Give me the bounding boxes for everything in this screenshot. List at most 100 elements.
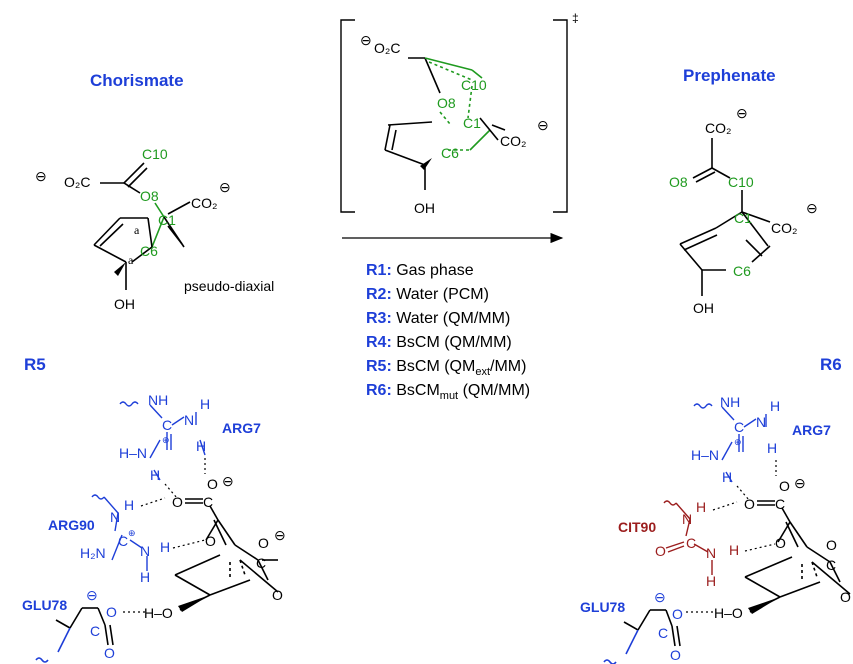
- r5-arg90-n1: N: [110, 509, 120, 525]
- r5-arg7-h2: H: [196, 438, 206, 454]
- r5-arg7-label: ARG7: [222, 420, 261, 436]
- r5-hydroxyl: H–O: [144, 605, 173, 621]
- r6-glu-c: C: [658, 625, 668, 641]
- ts-c10: C10: [461, 77, 487, 93]
- r5-arg7-n: N: [184, 412, 194, 428]
- reaction-subscript: mut: [440, 390, 458, 402]
- r6-carb-c: C: [775, 496, 785, 512]
- chorismate-structure: [93, 162, 191, 290]
- r6-ether-o: O: [775, 535, 786, 551]
- r5-co2-o2: O: [272, 587, 283, 603]
- r6-glu-o2: O: [670, 647, 681, 663]
- chorismate-o8: O8: [140, 188, 159, 204]
- prephenate-c1: C1: [734, 210, 752, 226]
- r6-cit90-c: C: [686, 535, 696, 551]
- r5-glu78-label: GLU78: [22, 597, 67, 613]
- r6-arg7-c: C: [734, 419, 744, 435]
- ts-oh: OH: [414, 200, 435, 216]
- r5-arg90-n2: N: [140, 543, 150, 559]
- r6-cit90-n1: N: [682, 511, 692, 527]
- reaction-subscript: ext: [475, 366, 490, 378]
- r6-arg7-h2: H: [767, 440, 777, 456]
- reaction-tail: /MM): [490, 358, 526, 375]
- r5-carb-o1: O: [207, 476, 218, 492]
- r6-co2-c: C: [826, 557, 836, 573]
- reaction-text: BsCM: [392, 382, 440, 399]
- reaction-item: R6: BsCMmut (QM/MM): [366, 382, 530, 402]
- r5-arg90-h2: H: [160, 539, 170, 555]
- r6-arg7-hn: H–N: [691, 447, 719, 463]
- r5-carb-c: C: [203, 494, 213, 510]
- r6-hydroxyl: H–O: [714, 605, 743, 621]
- r6-label: R6: [820, 355, 842, 374]
- r6-cit90-h1: H: [696, 499, 706, 515]
- r6-active-site: [603, 403, 851, 664]
- r5-arg7-c: C: [162, 417, 172, 433]
- reaction-text: BsCM (QM/MM): [392, 334, 512, 351]
- chorismate-c10: C10: [142, 146, 168, 162]
- ts-o8: O8: [437, 95, 456, 111]
- reaction-tail: (QM/MM): [458, 382, 530, 399]
- r6-co2-o2: O: [840, 589, 851, 605]
- reaction-item: R1: Gas phase: [366, 262, 474, 279]
- r6-cit90-label: CIT90: [618, 519, 656, 535]
- r5-arg90-h1: H: [124, 497, 134, 513]
- r5-ether-o: O: [205, 533, 216, 549]
- r5-carb-minus: ⊖: [222, 473, 234, 489]
- r6-carb-minus: ⊖: [794, 475, 806, 491]
- r5-arg7-plus: ⊕: [162, 435, 170, 445]
- reaction-id: R6:: [366, 382, 392, 399]
- r6-arg7-h1: H: [770, 398, 780, 414]
- r5-arg7-h3: H: [150, 467, 160, 483]
- chorismate-c1: C1: [158, 212, 176, 228]
- ts-minus-left: ⊖: [360, 32, 372, 48]
- chorismate-title: Chorismate: [90, 71, 184, 90]
- reaction-item: R5: BsCM (QMext/MM): [366, 358, 526, 378]
- r5-arg90-h3: H: [140, 569, 150, 585]
- prephenate-structure: [679, 138, 771, 296]
- reaction-text: Water (QM/MM): [392, 310, 511, 327]
- reaction-id: R4:: [366, 334, 392, 351]
- r5-arg90-c: C: [118, 533, 128, 549]
- chorismate-oh: OH: [114, 296, 135, 312]
- ts-c6: C6: [441, 145, 459, 161]
- reaction-text: Water (PCM): [392, 286, 489, 303]
- r6-cit90-n2: N: [706, 545, 716, 561]
- prephenate-minus-top: ⊖: [736, 105, 748, 121]
- r5-glu-o2: O: [104, 645, 115, 661]
- reaction-item: R4: BsCM (QM/MM): [366, 334, 512, 351]
- r6-carb-o1: O: [779, 478, 790, 494]
- chorismate-a-lower: a: [128, 253, 134, 267]
- prephenate-co2-top: CO₂: [705, 120, 731, 136]
- r5-glu-o1: O: [106, 604, 117, 620]
- reaction-text: Gas phase: [392, 262, 474, 279]
- chorismate-minus-right: ⊖: [219, 179, 231, 195]
- r6-arg7-nh: NH: [720, 394, 740, 410]
- prephenate-minus-right: ⊖: [806, 200, 818, 216]
- reaction-id: R2:: [366, 286, 392, 303]
- prephenate-c10: C10: [728, 174, 754, 190]
- chorismate-c6: C6: [140, 243, 158, 259]
- r5-glu-minus: ⊖: [86, 587, 98, 603]
- chorismate-o2c: O₂C: [64, 174, 90, 190]
- reaction-item: R3: Water (QM/MM): [366, 310, 510, 327]
- r5-glu-c: C: [90, 623, 100, 639]
- reaction-id: R5:: [366, 358, 392, 375]
- r5-co2-o1: O: [258, 535, 269, 551]
- chorismate-minus-left: ⊖: [35, 168, 47, 184]
- r6-glu-o1: O: [672, 606, 683, 622]
- r5-arg7-hn: H–N: [119, 445, 147, 461]
- reaction-id: R1:: [366, 262, 392, 279]
- r6-arg7-label: ARG7: [792, 422, 831, 438]
- prephenate-oh: OH: [693, 300, 714, 316]
- reaction-text: BsCM (QM: [392, 358, 476, 375]
- r6-glu78-label: GLU78: [580, 599, 625, 615]
- r5-active-site: [35, 401, 279, 663]
- prephenate-co2-right: CO₂: [771, 220, 797, 236]
- prephenate-c6: C6: [733, 263, 751, 279]
- reaction-id: R3:: [366, 310, 392, 327]
- ts-wedge: [420, 158, 432, 170]
- r6-arg7-h3: H: [722, 469, 732, 485]
